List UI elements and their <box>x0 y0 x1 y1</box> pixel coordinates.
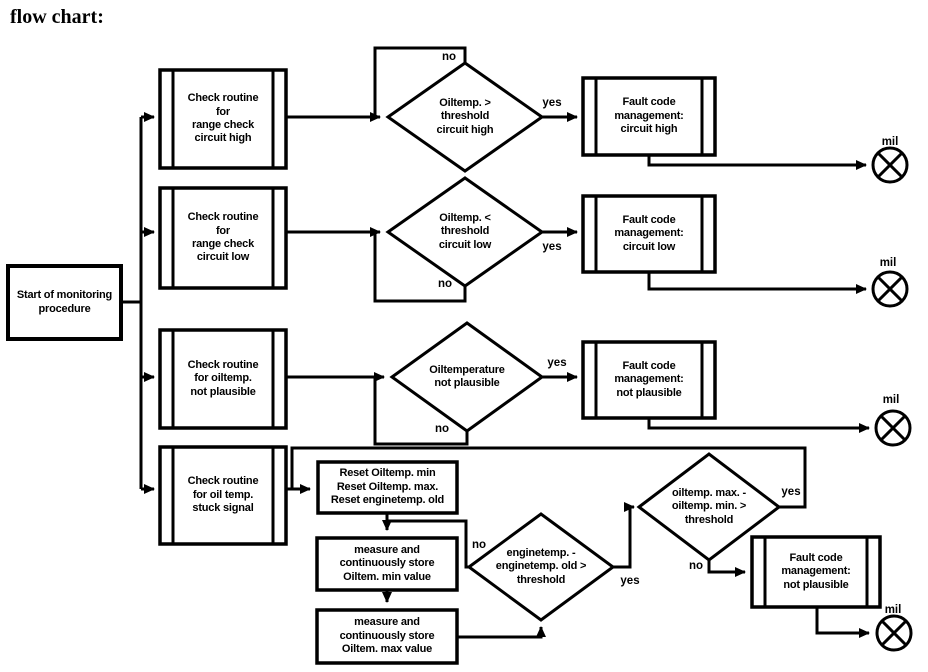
measure-min-node-label: measure and continuously store Oiltem. m… <box>339 543 435 583</box>
edge-no-oiltemp-range <box>707 560 746 577</box>
edge-fault-plausible-to-mil <box>647 418 870 433</box>
fault-circuit-high-label: Fault code management: circuit high <box>614 96 684 136</box>
check-not-plausible-shape <box>158 328 288 430</box>
page-title: flow chart: <box>10 6 104 28</box>
process-shapes <box>315 460 459 665</box>
edge-label-yes-enginetemp: yes <box>620 574 640 587</box>
edge-label-no-circuit-high: no <box>441 50 457 63</box>
reset-node-shape <box>316 460 459 515</box>
edge-label-yes-not-plausible: yes <box>547 356 567 369</box>
fault-not-plausible-shape <box>581 340 717 420</box>
mil-lamp-icon <box>874 409 912 447</box>
start-node-shape <box>6 264 123 341</box>
edge-fault-low-to-mil <box>647 272 867 294</box>
edge-label-no-enginetemp: no <box>471 538 487 551</box>
decision-shapes <box>385 61 782 622</box>
fault-circuit-low-label: Fault code management: circuit low <box>614 213 684 253</box>
mil-label-stuck: mil <box>884 603 902 616</box>
decision-circuit-high-shape <box>385 61 545 173</box>
check-circuit-low-label: Check routine for range check circuit lo… <box>187 211 259 264</box>
edge-fault-stuck-to-mil <box>815 607 870 638</box>
decision-oiltemp-range-shape <box>636 452 782 562</box>
decision-circuit-high-label: Oiltemp. > threshold circuit high <box>436 96 494 136</box>
decision-oiltemp-range-label: oiltemp. max. - oiltemp. min. > threshol… <box>671 486 747 526</box>
edge-yes-enginetemp <box>613 502 635 569</box>
measure-min-node-shape <box>315 536 459 592</box>
decision-not-plausible-shape <box>389 321 545 433</box>
fault-circuit-high-shape <box>581 76 717 157</box>
mil-label-circuit-high: mil <box>881 135 899 148</box>
decision-not-plausible-label: Oiltemperature not plausible <box>429 363 505 389</box>
mil-lamp-icon <box>871 146 909 184</box>
check-not-plausible-label: Check routine for oiltemp. not plausible <box>187 358 259 398</box>
fault-stuck-not-plausible-label: Fault code management: not plausible <box>781 551 851 591</box>
reset-node-label: Reset Oiltemp. min Reset Oiltemp. max. R… <box>330 467 445 507</box>
mil-lamps <box>871 146 913 652</box>
decision-enginetemp-shape <box>466 512 616 622</box>
edge-label-no-not-plausible: no <box>434 422 450 435</box>
edge-label-no-oiltemp-range: no <box>688 559 704 572</box>
edge-no-loop-low <box>373 230 467 303</box>
check-stuck-signal-label: Check routine for oil temp. stuck signal <box>187 475 259 515</box>
check-circuit-low-shape <box>158 186 288 290</box>
check-stuck-signal-shape <box>158 445 288 546</box>
edge-no-loop-high <box>373 46 467 119</box>
predefined-process-shapes <box>158 68 882 609</box>
check-circuit-high-shape <box>158 68 288 170</box>
measure-max-node-label: measure and continuously store Oiltem. m… <box>339 616 435 656</box>
fault-circuit-low-shape <box>581 194 717 274</box>
decision-enginetemp-label: enginetemp. - enginetemp. old > threshol… <box>495 546 587 586</box>
edge-measure-max-to-enginetemp <box>457 626 546 639</box>
start-node-label: Start of monitoring procedure <box>16 289 113 315</box>
edge-fault-high-to-mil <box>647 155 867 170</box>
fault-not-plausible-label: Fault code management: not plausible <box>614 359 684 399</box>
mil-lamp-icon <box>875 614 913 652</box>
edge-yes-loop-oiltemp-range <box>290 446 807 509</box>
edge-label-yes-circuit-low: yes <box>542 240 562 253</box>
edge-label-yes-circuit-high: yes <box>542 96 562 109</box>
fault-stuck-not-plausible-shape <box>750 535 882 609</box>
edge-label-yes-oiltemp-range: yes <box>781 485 801 498</box>
mil-label-not-plausible: mil <box>882 393 900 406</box>
mil-lamp-icon <box>871 270 909 308</box>
measure-max-node-shape <box>315 608 459 665</box>
decision-circuit-low-shape <box>385 176 545 288</box>
edge-label-no-circuit-low: no <box>437 277 453 290</box>
edge-no-loop-plausible <box>373 375 469 446</box>
check-circuit-high-label: Check routine for range check circuit hi… <box>187 92 259 145</box>
decision-circuit-low-label: Oiltemp. < threshold circuit low <box>438 211 492 251</box>
mil-label-circuit-low: mil <box>879 256 897 269</box>
